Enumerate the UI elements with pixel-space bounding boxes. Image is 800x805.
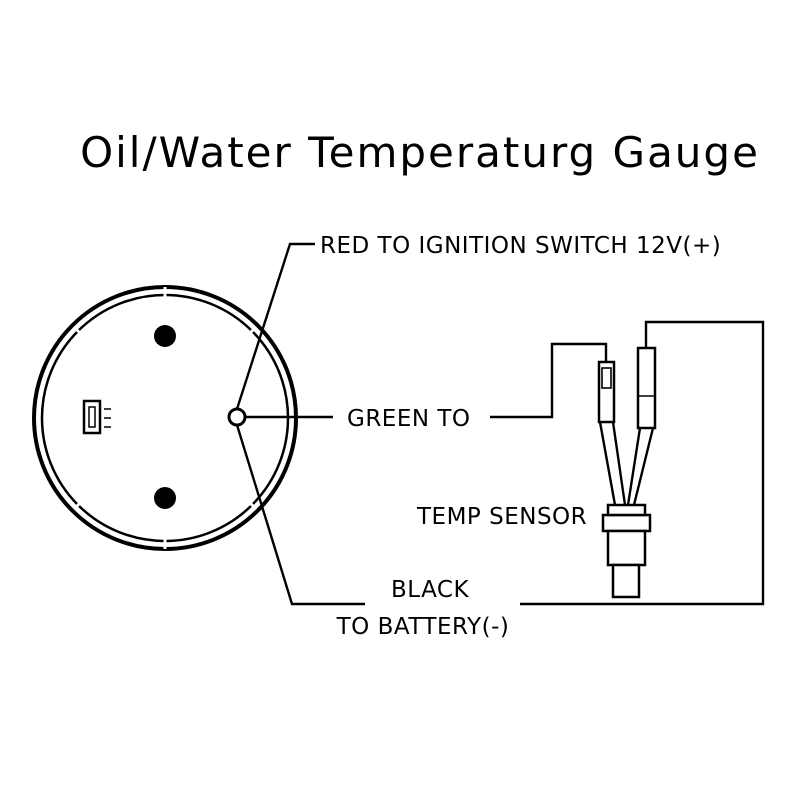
temp-sensor: [597, 346, 657, 599]
green-wire: [245, 342, 608, 419]
sensor-probe: [611, 563, 641, 599]
gauge-ring-notches: [73, 287, 257, 549]
sensor-hex: [601, 513, 652, 533]
sensor-plug-right: [636, 346, 657, 430]
mounting-hole-bottom: [154, 487, 176, 509]
red-wire-label: RED TO IGNITION SWITCH 12V(+): [320, 233, 721, 259]
temp-sensor-label: TEMP SENSOR: [416, 504, 587, 530]
gauge: [32, 285, 298, 551]
sensor-body: [606, 529, 647, 567]
mounting-hole-top: [154, 325, 176, 347]
gauge-terminal: [227, 407, 247, 427]
diagram-title: Oil/Water Temperaturg Gauge: [80, 128, 760, 177]
black-wire-label-line1: BLACK: [391, 577, 470, 603]
black-wire: [235, 320, 765, 606]
green-wire-label: GREEN TO: [347, 406, 471, 432]
red-wire: [235, 242, 315, 410]
gauge-connector: [82, 399, 111, 435]
black-wire-label-line2: TO BATTERY(-): [336, 614, 510, 640]
